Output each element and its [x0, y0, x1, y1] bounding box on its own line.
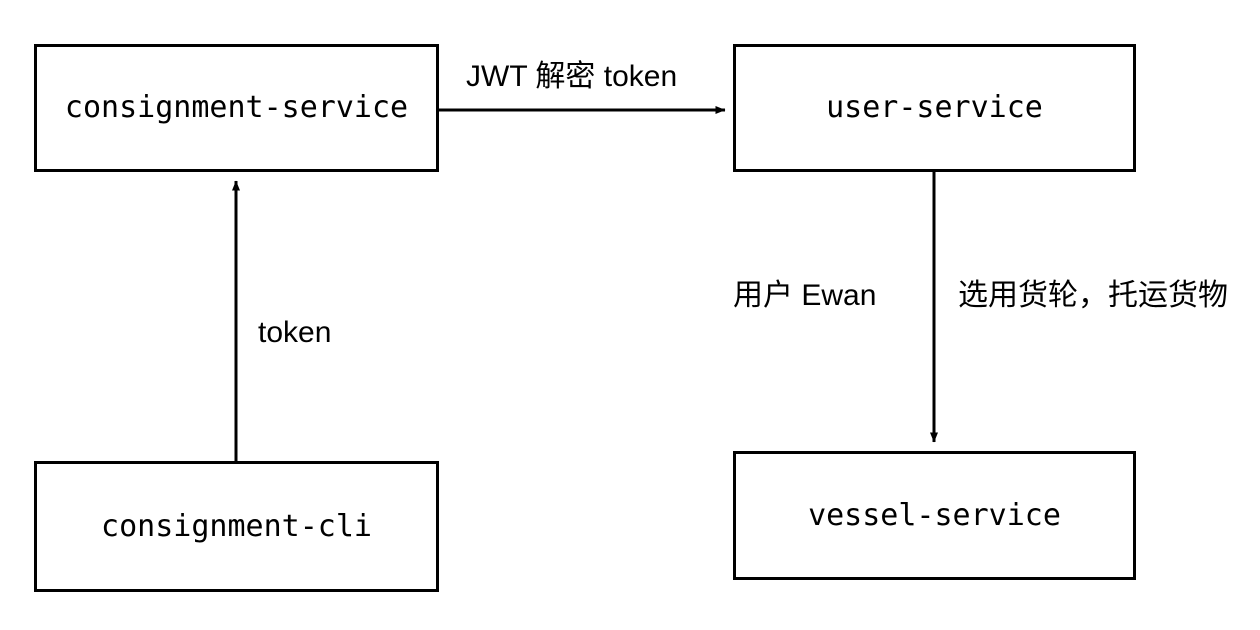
node-user-service[interactable]: user-service	[733, 44, 1136, 172]
node-consignment-service[interactable]: consignment-service	[34, 44, 439, 172]
edge-label-jwt-decrypt-token: JWT 解密 token	[466, 60, 678, 93]
node-label: vessel-service	[808, 497, 1061, 533]
node-vessel-service[interactable]: vessel-service	[733, 451, 1136, 580]
edge-label-token: token	[258, 316, 332, 349]
node-label: user-service	[826, 90, 1043, 125]
node-label: consignment-service	[64, 90, 409, 125]
edge-label-user-ewan: 用户 Ewan	[733, 279, 877, 312]
node-label: consignment-cli	[101, 508, 372, 544]
edge-label-select-vessel-ship-goods: 选用货轮，托运货物	[958, 279, 1228, 312]
node-consignment-cli[interactable]: consignment-cli	[34, 461, 439, 592]
